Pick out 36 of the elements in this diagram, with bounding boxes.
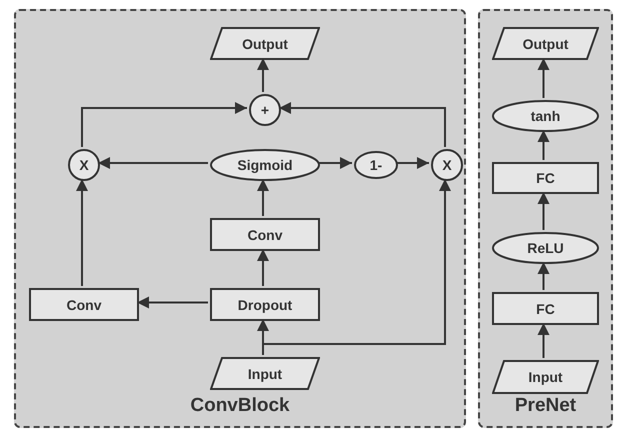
process-box: Conv (210, 218, 320, 251)
arrow (538, 262, 550, 290)
operator-circle: X (68, 149, 100, 181)
process-box: FC (492, 162, 599, 194)
arrow (538, 323, 550, 358)
arrow (76, 179, 88, 286)
group-container (478, 9, 613, 428)
arrow (538, 192, 550, 230)
data-parallelogram: Input (210, 357, 320, 390)
arrow (137, 296, 208, 308)
group-container (14, 9, 466, 428)
process-box: Dropout (210, 288, 320, 321)
arrow (98, 157, 208, 169)
group-title: PreNet (514, 394, 576, 418)
arrow (257, 58, 269, 92)
operator-circle: + (249, 94, 281, 126)
arrow (262, 179, 451, 355)
data-parallelogram: Output (492, 27, 599, 60)
arrow (257, 249, 269, 286)
data-parallelogram: Input (492, 360, 599, 394)
activation-ellipse: Sigmoid (210, 149, 320, 181)
arrow (81, 102, 247, 147)
operator-circle: X (431, 149, 463, 181)
activation-ellipse: 1- (354, 151, 398, 179)
activation-ellipse: tanh (492, 100, 599, 132)
arrow (538, 130, 550, 160)
process-box: Conv (29, 288, 139, 321)
arrow (396, 157, 429, 169)
arrow (538, 58, 550, 98)
process-box: FC (492, 292, 599, 325)
arrow (279, 102, 446, 147)
arrow (318, 157, 352, 169)
group-title: ConvBlock (190, 394, 290, 418)
data-parallelogram: Output (210, 27, 320, 60)
activation-ellipse: ReLU (492, 232, 599, 264)
arrow (257, 179, 269, 216)
